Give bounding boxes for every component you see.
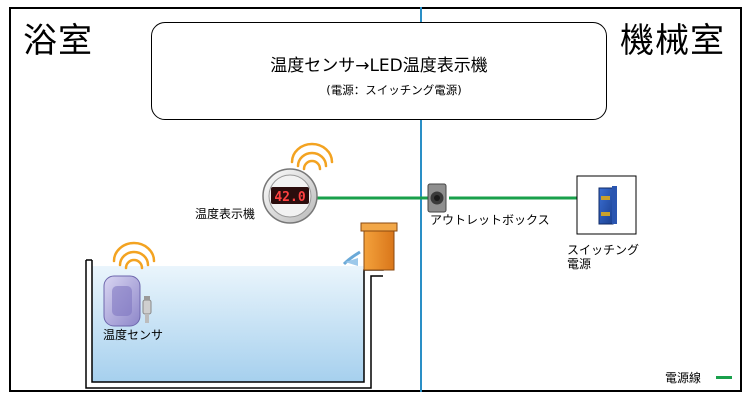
display-readout: 42.0 bbox=[274, 190, 305, 205]
legend-power-line-swatch bbox=[716, 376, 732, 379]
temperature-sensor bbox=[103, 275, 152, 327]
title-main: 温度センサ→LED温度表示機 bbox=[270, 56, 488, 76]
power-supply-label-line1: スイッチング bbox=[567, 243, 640, 257]
title-box: 温度センサ→LED温度表示機 (電源：スイッチング電源) bbox=[151, 22, 607, 120]
wifi-icon-display bbox=[290, 142, 334, 171]
wifi-icon-sensor bbox=[112, 241, 156, 270]
room-label-bathroom: 浴室 bbox=[23, 21, 93, 61]
title-sub: (電源：スイッチング電源) bbox=[326, 83, 462, 97]
power-supply-label-line2: 電源 bbox=[567, 257, 592, 271]
room-label-machine-room: 機械室 bbox=[620, 21, 725, 61]
temperature-display bbox=[262, 168, 318, 224]
overflow-box bbox=[342, 222, 398, 271]
legend-power-line-label: 電源線 bbox=[665, 371, 702, 385]
sensor-label: 温度センサ bbox=[103, 328, 164, 342]
outlet-box-label: アウトレットボックス bbox=[430, 213, 550, 227]
switching-power-supply bbox=[576, 175, 637, 235]
display-label: 温度表示機 bbox=[195, 207, 256, 221]
outlet-box bbox=[427, 183, 447, 213]
